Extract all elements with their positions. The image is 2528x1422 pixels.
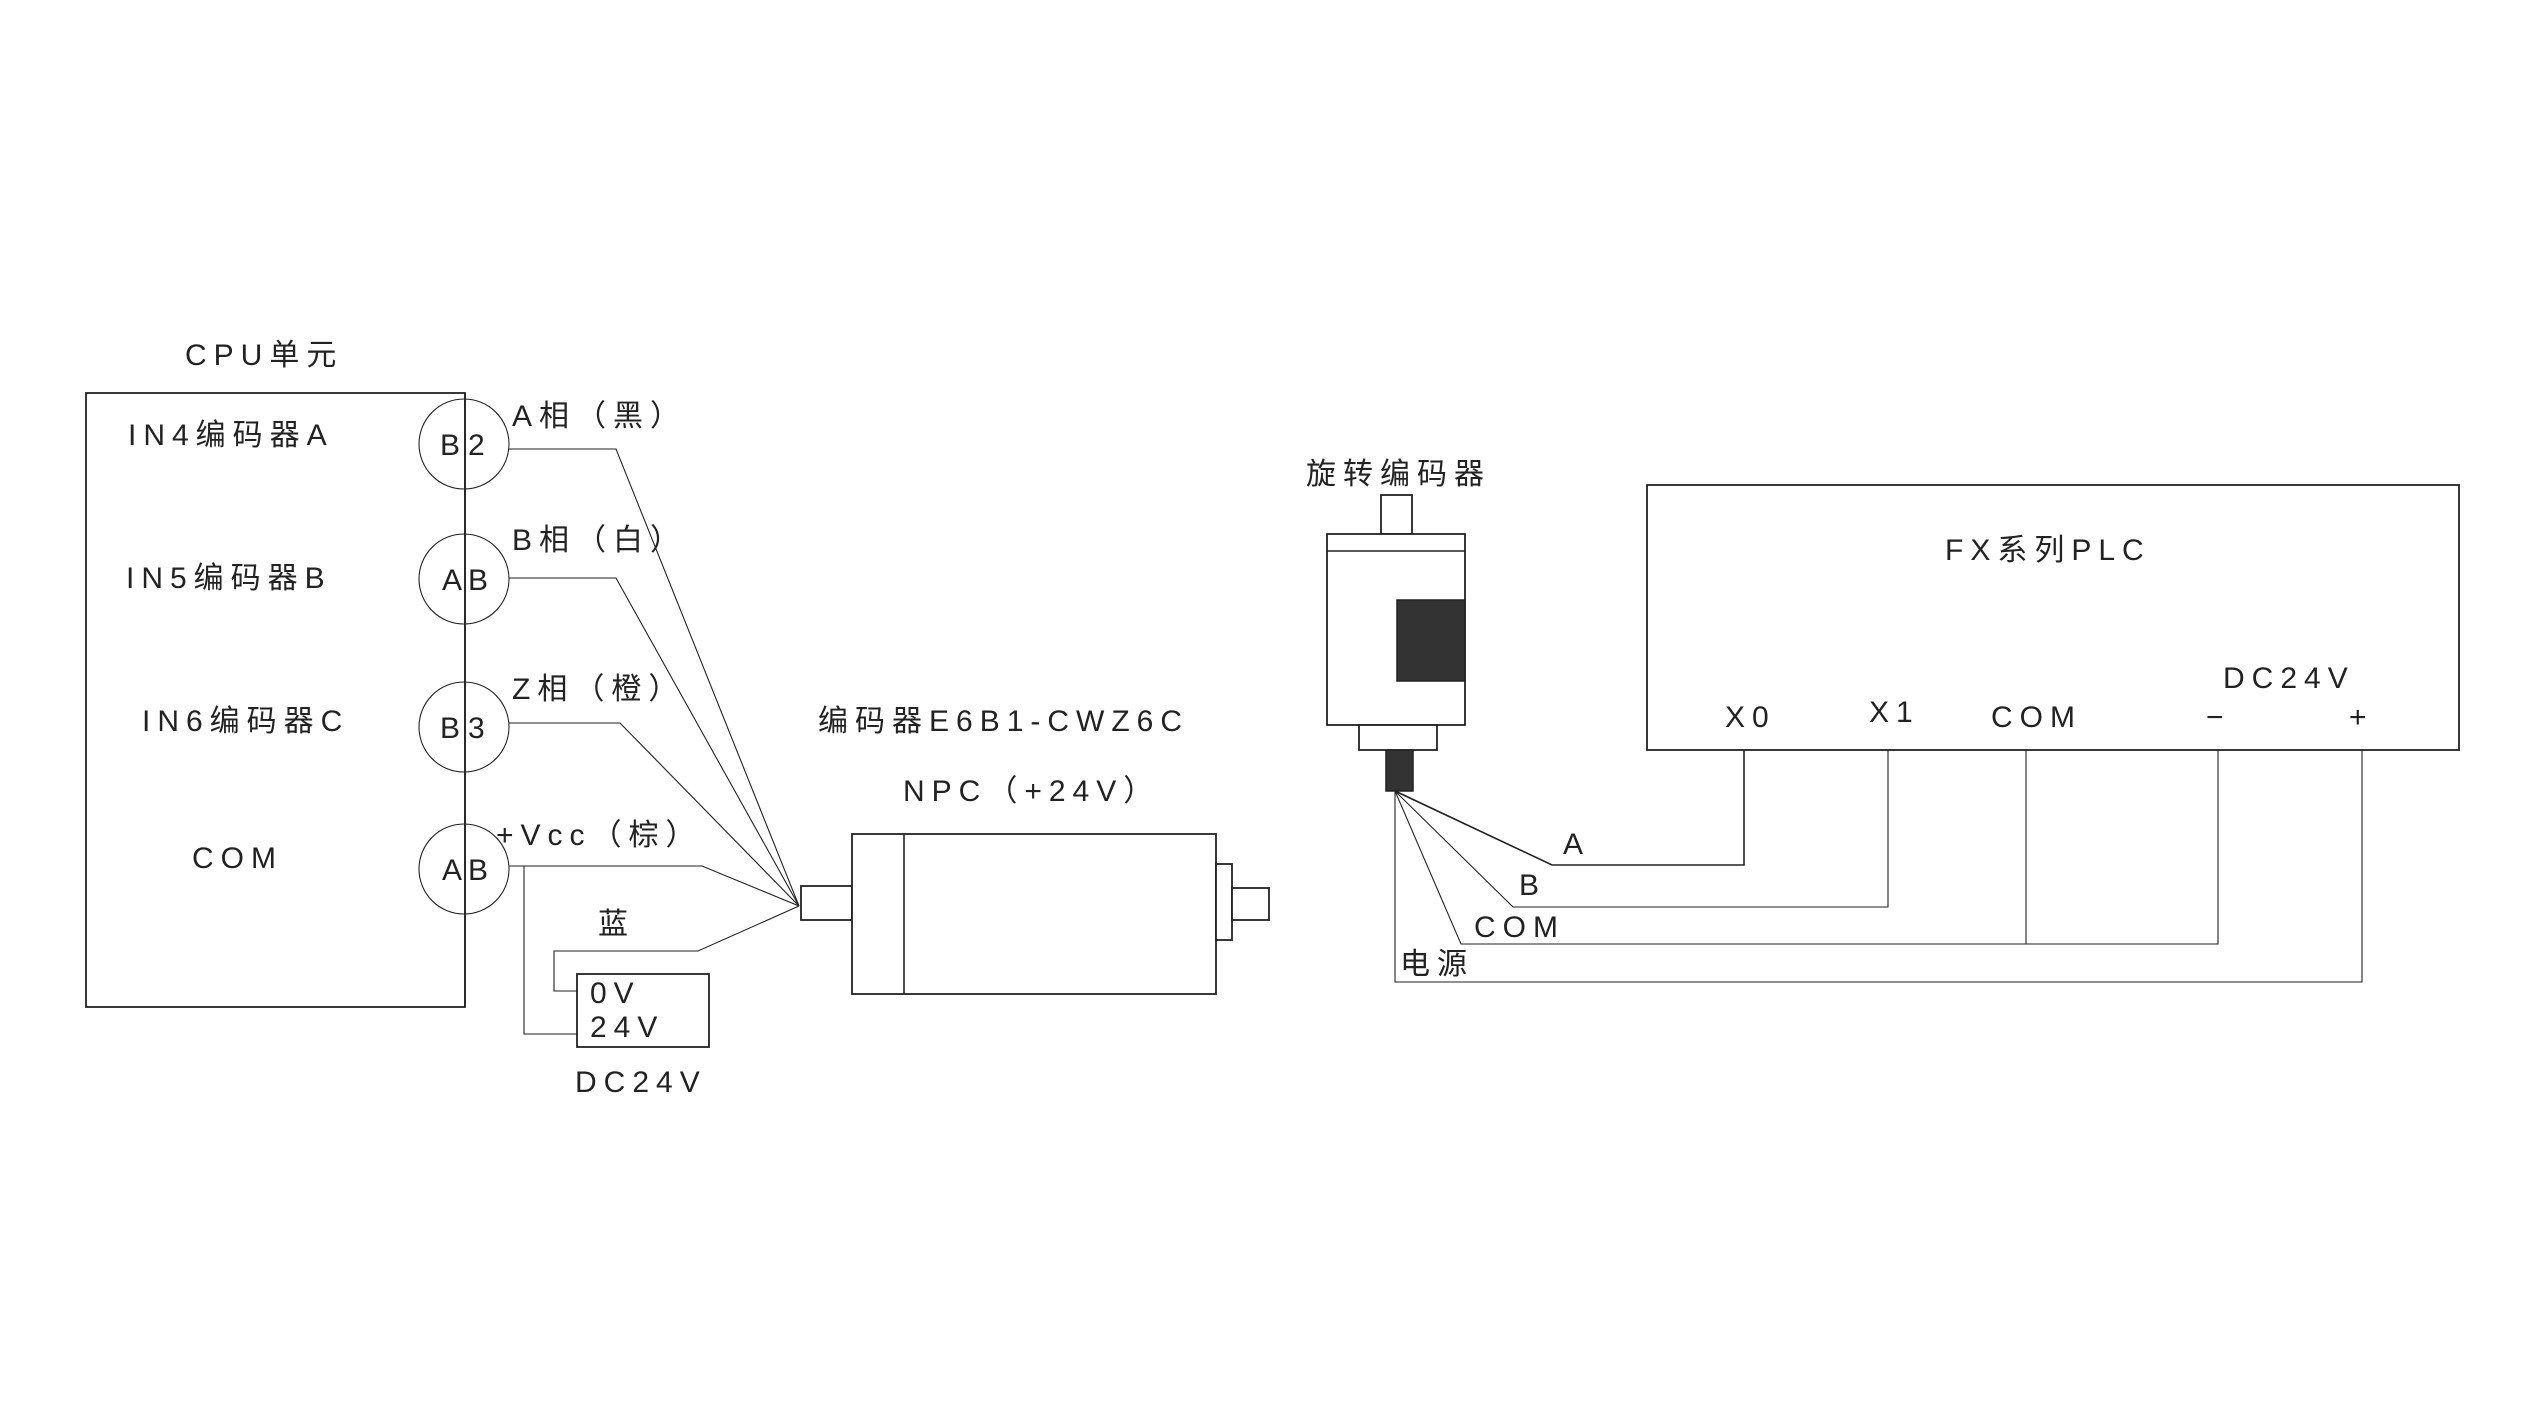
rotary-encoder-title: 旋转编码器 xyxy=(1306,458,1491,491)
supply-24v-label: 24V xyxy=(590,1011,664,1044)
wire-z-phase xyxy=(509,722,800,907)
rotary-encoder-drawing xyxy=(1326,494,1466,792)
wire-b xyxy=(1394,750,1889,908)
wire-label-b-phase: B相（白） xyxy=(512,524,687,557)
terminal-b2: B 2 xyxy=(418,398,510,490)
terminal-right-char: B xyxy=(468,564,495,597)
wire-b-phase xyxy=(509,577,800,907)
terminal-right-char: 2 xyxy=(468,429,492,462)
wire-label-com: COM xyxy=(1474,911,1565,944)
terminal-left-char: A xyxy=(442,854,469,887)
input-label-com: COM xyxy=(192,842,283,875)
wire-com xyxy=(1394,750,2219,945)
terminal-left-char: A xyxy=(442,564,469,597)
wire-blue xyxy=(553,905,800,992)
cpu-unit-title: CPU单元 xyxy=(185,339,343,372)
dc-supply-box xyxy=(576,973,710,1048)
wire-power xyxy=(1394,750,2363,983)
terminal-ab-2: A B xyxy=(418,823,510,915)
plc-terminal-plus: + xyxy=(2349,701,2374,734)
terminal-b3: B 3 xyxy=(418,681,510,773)
supply-caption: DC24V xyxy=(575,1066,707,1099)
wire-label-z-phase: Z相（橙） xyxy=(512,673,685,706)
plc-title: FX系列PLC xyxy=(1945,534,2151,567)
wire-label-vcc: +Vcc（棕） xyxy=(496,819,703,852)
plc-terminal-x0: X0 xyxy=(1725,701,1776,734)
plc-terminal-com: COM xyxy=(1991,701,2082,734)
terminal-left-char: B xyxy=(440,712,467,745)
terminal-left-char: B xyxy=(440,429,467,462)
wire-label-blue: 蓝 xyxy=(598,908,635,941)
wire-label-power: 电源 xyxy=(1400,948,1474,981)
wire-supply-24v xyxy=(523,866,577,1035)
encoder-motor-drawing xyxy=(800,833,1270,995)
wire-label-b: B xyxy=(1519,869,1546,902)
input-label-in5: IN5编码器B xyxy=(126,562,332,595)
terminal-ab-1: A B xyxy=(418,533,510,625)
plc-terminal-x1: X1 xyxy=(1869,696,1920,729)
wire-a xyxy=(1394,750,1745,866)
plc-supply-label: DC24V xyxy=(2223,662,2355,695)
cpu-unit-box xyxy=(85,392,466,1008)
terminal-right-char: 3 xyxy=(468,712,492,745)
encoder-type-label: NPC（+24V） xyxy=(903,775,1160,808)
wire-vcc xyxy=(509,865,800,907)
encoder-model-label: 编码器E6B1-CWZ6C xyxy=(818,705,1189,738)
input-label-in6: IN6编码器C xyxy=(142,705,349,738)
plc-terminal-minus: − xyxy=(2206,701,2231,734)
supply-0v-label: 0V xyxy=(590,977,641,1010)
wire-a-phase xyxy=(509,448,800,907)
wire-label-a: A xyxy=(1563,828,1590,861)
terminal-right-char: B xyxy=(468,854,495,887)
input-label-in4: IN4编码器A xyxy=(128,419,334,452)
plc-box xyxy=(1646,484,2460,751)
wire-label-a-phase: A相（黑） xyxy=(512,400,687,433)
